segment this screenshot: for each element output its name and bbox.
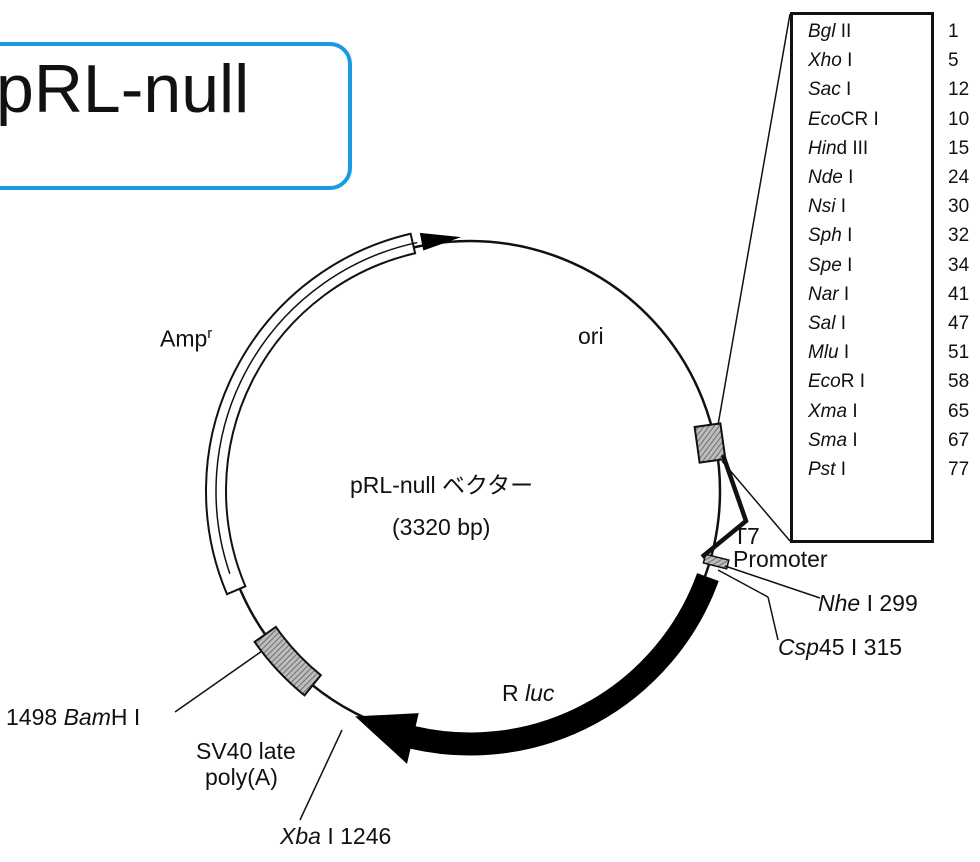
- mcs-site-position: 47: [948, 313, 970, 334]
- mcs-site-row: Spe I: [808, 256, 852, 275]
- mcs-site-position: 67: [948, 429, 970, 451]
- mcs-site-row: Pst I: [808, 460, 846, 479]
- mcs-site-position: 58: [948, 371, 970, 393]
- vector-size-label: (3320 bp): [392, 514, 491, 540]
- mcs-site-suffix: CR I: [840, 108, 879, 130]
- mcs-site-suffix: R I: [840, 371, 866, 393]
- mcs-site-enzyme: Mlu: [808, 342, 839, 364]
- mcs-site-enzyme: Xma: [808, 400, 848, 422]
- mcs-callout-line-top: [717, 13, 791, 426]
- vector-name-label: pRL-null ベクター: [350, 472, 534, 498]
- ampr-label: Ampr: [160, 325, 213, 352]
- nhe-callout-line: [724, 565, 821, 599]
- mcs-site-position: 51: [948, 342, 970, 364]
- mcs-site-row: Sph I: [808, 226, 852, 245]
- xba-callout-line: [299, 729, 343, 821]
- insert-zigzag: [700, 454, 749, 559]
- mcs-site-suffix: d III: [836, 137, 869, 159]
- ori-label: ori: [578, 323, 604, 349]
- mcs-site-suffix: I: [840, 79, 852, 101]
- mcs-site-suffix: I: [847, 400, 858, 422]
- ampr-inner-line: [215, 241, 418, 574]
- bam-site-label: 1498 BamH I: [6, 704, 141, 730]
- mcs-site-enzyme: Hin: [808, 137, 837, 159]
- mcs-site-position: 77: [948, 459, 970, 480]
- mcs-site-enzyme: Sma: [808, 429, 848, 451]
- mcs-site-position: 10: [948, 108, 970, 130]
- mcs-site-row: Nar I: [808, 285, 849, 304]
- sv40-label-line1: SV40 late: [196, 738, 296, 764]
- sv40-label-line2: poly(A): [205, 764, 278, 790]
- t7-promoter-box: [702, 553, 730, 570]
- mcs-site-suffix: I: [842, 167, 854, 188]
- promoter-label: Promoter: [733, 546, 828, 572]
- mcs-site-position: 1: [948, 21, 959, 42]
- mcs-site-row: Hind III: [808, 139, 868, 158]
- mcs-site-enzyme: Pst: [808, 459, 836, 480]
- mcs-callout-line-bottom: [721, 460, 791, 542]
- nhe-site-label: Nhe I 299: [818, 590, 918, 616]
- rluc-gene-arrow: [410, 573, 719, 756]
- mcs-site-table: [790, 12, 934, 543]
- mcs-site-enzyme: Eco: [808, 108, 841, 130]
- mcs-site-suffix: I: [835, 313, 847, 334]
- mcs-site-suffix: I: [835, 459, 847, 480]
- mcs-site-suffix: I: [841, 50, 853, 72]
- mcs-site-position: 41: [948, 283, 970, 305]
- mcs-site-enzyme: Xho: [808, 50, 842, 72]
- mcs-site-row: Nsi I: [808, 197, 846, 216]
- mcs-site-suffix: II: [835, 21, 852, 42]
- mcs-site-suffix: I: [835, 196, 847, 218]
- mcs-site-position: 12: [948, 79, 970, 101]
- ampr-arrowhead: [419, 232, 462, 251]
- title-label: pRL-null: [0, 51, 250, 127]
- mcs-site-row: EcoR I: [808, 372, 865, 391]
- mcs-site-enzyme: Spe: [808, 254, 842, 276]
- mcs-site-position: 24: [948, 167, 970, 188]
- mcs-site-row: Xho I: [808, 51, 852, 70]
- mcs-site-suffix: I: [847, 429, 858, 451]
- mcs-site-enzyme: Sph: [808, 225, 842, 247]
- mcs-site-enzyme: Nar: [808, 283, 839, 305]
- mcs-site-row: Sma I: [808, 431, 858, 450]
- mcs-site-enzyme: Nde: [808, 167, 843, 188]
- mcs-site-position: 65: [948, 400, 970, 422]
- csp-site-label: Csp45 I 315: [778, 634, 903, 660]
- mcs-site-suffix: I: [841, 254, 853, 276]
- mcs-site-position: 5: [948, 50, 959, 72]
- mcs-site-row: Nde I: [808, 168, 853, 187]
- rluc-arrowhead: [355, 713, 419, 764]
- mcs-site-row: Xma I: [808, 402, 858, 421]
- mcs-site-suffix: I: [838, 342, 850, 364]
- mcs-site-enzyme: Eco: [808, 371, 841, 393]
- mcs-site-row: Sal I: [808, 314, 846, 333]
- mcs-site-enzyme: Sac: [808, 79, 841, 101]
- mcs-site-row: Sac I: [808, 80, 851, 99]
- csp-callout-line: [717, 569, 769, 598]
- csp-callout-line-2: [767, 596, 779, 641]
- mcs-site-enzyme: Sal: [808, 313, 836, 334]
- title-box: [0, 42, 352, 190]
- ampr-gene-arrow: [205, 232, 417, 596]
- sv40-polya-box: [253, 625, 323, 697]
- mcs-site-enzyme: Bgl: [808, 21, 836, 42]
- mcs-site-position: 30: [948, 196, 970, 218]
- mcs-site-suffix: I: [838, 283, 850, 305]
- mcs-site-position: 32: [948, 225, 970, 247]
- mcs-site-suffix: I: [841, 225, 853, 247]
- rluc-label: R luc: [502, 680, 555, 706]
- mcs-site-enzyme: Nsi: [808, 196, 836, 218]
- mcs-site-position: 34: [948, 254, 970, 276]
- t7-label: T7: [733, 523, 760, 549]
- mcs-box: [693, 422, 727, 464]
- xba-site-label: Xba I 1246: [280, 823, 392, 849]
- mcs-site-row: EcoCR I: [808, 110, 879, 129]
- mcs-site-row: Bgl II: [808, 22, 851, 41]
- mcs-site-row: Mlu I: [808, 343, 849, 362]
- mcs-site-position: 15: [948, 137, 970, 159]
- bam-callout-line: [174, 650, 263, 713]
